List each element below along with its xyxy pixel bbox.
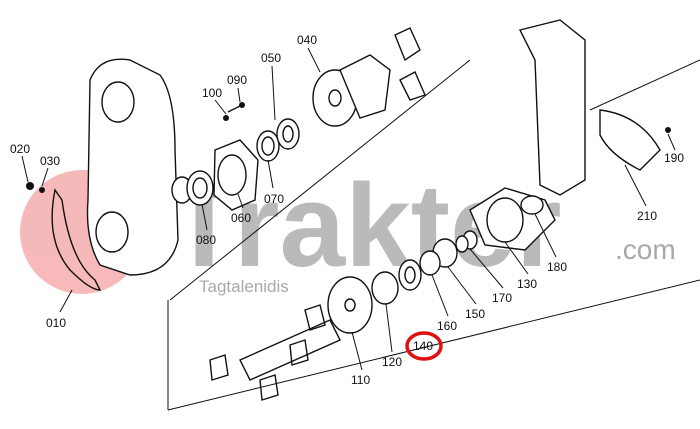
watermark-subtitle: Tagtalenidis	[199, 277, 289, 296]
label-040: 040	[297, 33, 317, 47]
side-plate	[518, 19, 671, 196]
label-110: 110	[351, 373, 370, 387]
label-100: 100	[202, 86, 222, 100]
bearing-group-left	[171, 27, 426, 211]
label-060: 060	[231, 211, 251, 225]
highlight-circle	[405, 331, 443, 361]
rotor-group	[209, 187, 556, 401]
label-180: 180	[547, 260, 567, 274]
part-030-washer	[39, 187, 45, 193]
label-190: 190	[664, 151, 684, 165]
label-160: 160	[437, 319, 457, 333]
chain-case	[86, 58, 179, 276]
label-080: 080	[196, 233, 216, 247]
label-140[interactable]: 140	[413, 339, 433, 353]
part-020-bolt	[26, 182, 34, 190]
label-030: 030	[40, 154, 60, 168]
label-150: 150	[465, 307, 485, 321]
watermark-domain: .com	[615, 234, 676, 265]
part-010-shape	[51, 188, 102, 291]
label-170: 170	[492, 291, 512, 305]
label-130: 130	[517, 277, 537, 291]
label-050: 050	[261, 51, 281, 65]
label-120: 120	[382, 355, 402, 369]
label-210: 210	[637, 209, 657, 223]
leader-lines	[21, 47, 676, 371]
assembly-frame	[167, 59, 700, 411]
label-010: 010	[46, 316, 66, 330]
label-090: 090	[227, 73, 247, 87]
label-070: 070	[264, 192, 284, 206]
label-020: 020	[10, 142, 30, 156]
